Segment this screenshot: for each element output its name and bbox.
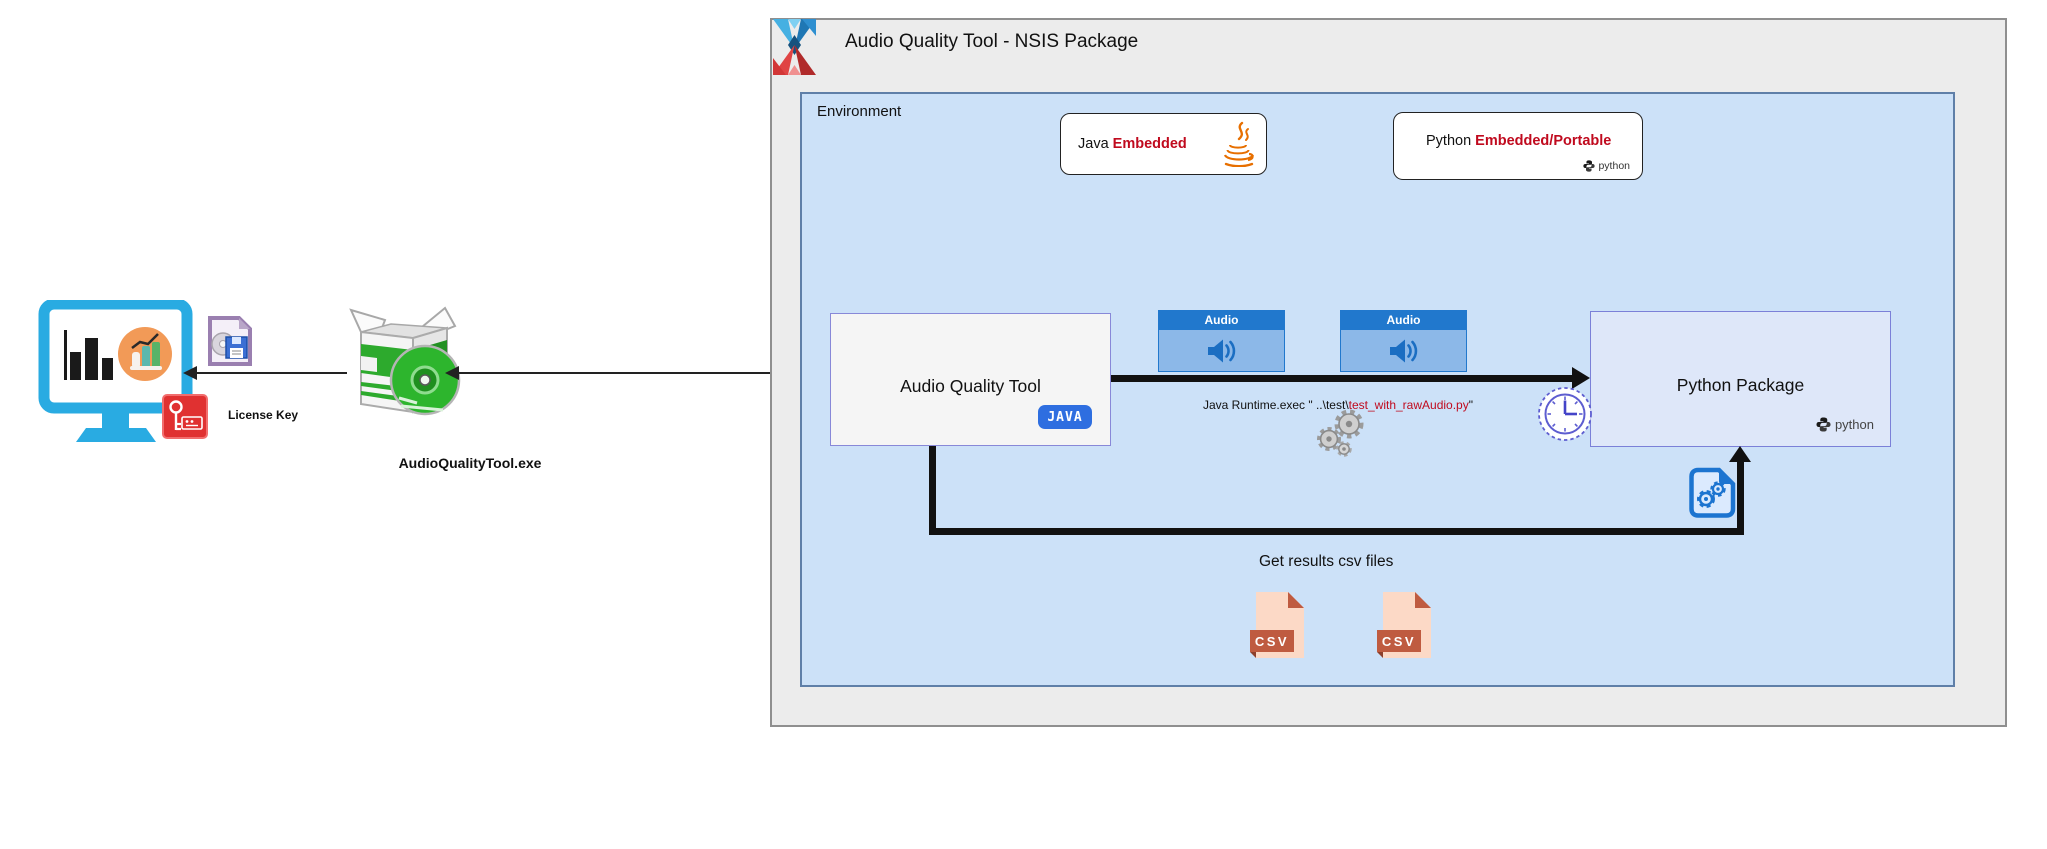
audio-quality-tool-box: Audio Quality Tool JAVA bbox=[830, 313, 1111, 446]
python-embedded-label: Python Embedded/Portable bbox=[1426, 133, 1612, 149]
audio-component-2-label: Audio bbox=[1341, 311, 1466, 330]
audio-speaker-icon bbox=[1207, 339, 1235, 363]
environment-label: Environment bbox=[817, 103, 902, 120]
java-cup-icon bbox=[1223, 121, 1255, 167]
java-badge: JAVA bbox=[1038, 405, 1092, 429]
nsis-logo-icon bbox=[773, 19, 816, 75]
python-embedded-box: Python Embedded/Portable python bbox=[1393, 112, 1643, 180]
license-key-label: License Key bbox=[228, 408, 299, 422]
results-path-up bbox=[1737, 460, 1744, 535]
monitor-chart-icon bbox=[38, 300, 193, 442]
python-logo-icon bbox=[1816, 417, 1831, 432]
results-path-across bbox=[929, 528, 1744, 535]
audio-component-2: Audio bbox=[1340, 310, 1467, 372]
python-wordmark: python bbox=[1598, 160, 1630, 172]
results-path-down bbox=[929, 446, 936, 535]
panel-title: Audio Quality Tool - NSIS Package bbox=[845, 31, 1139, 52]
arrow-to-installer-head bbox=[445, 366, 459, 380]
arrow-to-monitor-head bbox=[183, 366, 197, 380]
csv-file-icon: CSV bbox=[1377, 592, 1431, 658]
python-package-label: Python Package bbox=[1676, 375, 1805, 395]
runtime-exec-caption: Java Runtime.exec " ..\test\test_with_ra… bbox=[1203, 398, 1473, 412]
audio-speaker-icon bbox=[1389, 339, 1417, 363]
csv-label: CSV bbox=[1255, 634, 1289, 649]
runtime-exec-script-name: test_with_rawAudio.py bbox=[1348, 398, 1469, 412]
java-embedded-label: Java Embedded bbox=[1078, 136, 1187, 152]
csv-label: CSV bbox=[1382, 634, 1416, 649]
csv-file-icon: CSV bbox=[1250, 592, 1304, 658]
python-package-box: Python Package python bbox=[1590, 311, 1891, 447]
exec-arrow-head bbox=[1572, 367, 1590, 389]
arrow-to-installer-line bbox=[458, 372, 770, 374]
results-arrow-head bbox=[1729, 446, 1751, 462]
setup-file-icon bbox=[208, 316, 252, 366]
python-logo-icon bbox=[1583, 160, 1596, 172]
gear-document-icon bbox=[1689, 467, 1736, 518]
installer-exe-label: AudioQualityTool.exe bbox=[398, 455, 542, 471]
audio-component-1-label: Audio bbox=[1159, 311, 1284, 330]
python-embedded-highlight: Embedded/Portable bbox=[1475, 133, 1612, 149]
audio-component-1: Audio bbox=[1158, 310, 1285, 372]
gears-icon bbox=[1317, 409, 1364, 457]
python-wordmark: python bbox=[1834, 417, 1874, 432]
exec-arrow-line bbox=[1111, 375, 1574, 382]
audio-quality-tool-label: Audio Quality Tool bbox=[900, 376, 1041, 396]
software-box-cd-icon bbox=[349, 306, 461, 416]
license-key-icon bbox=[162, 394, 208, 439]
java-embedded-highlight: Embedded bbox=[1112, 136, 1187, 152]
clock-icon bbox=[1538, 387, 1592, 441]
arrow-to-monitor-line bbox=[196, 372, 347, 374]
java-embedded-box: Java Embedded bbox=[1060, 113, 1267, 175]
results-label: Get results csv files bbox=[1259, 553, 1394, 570]
